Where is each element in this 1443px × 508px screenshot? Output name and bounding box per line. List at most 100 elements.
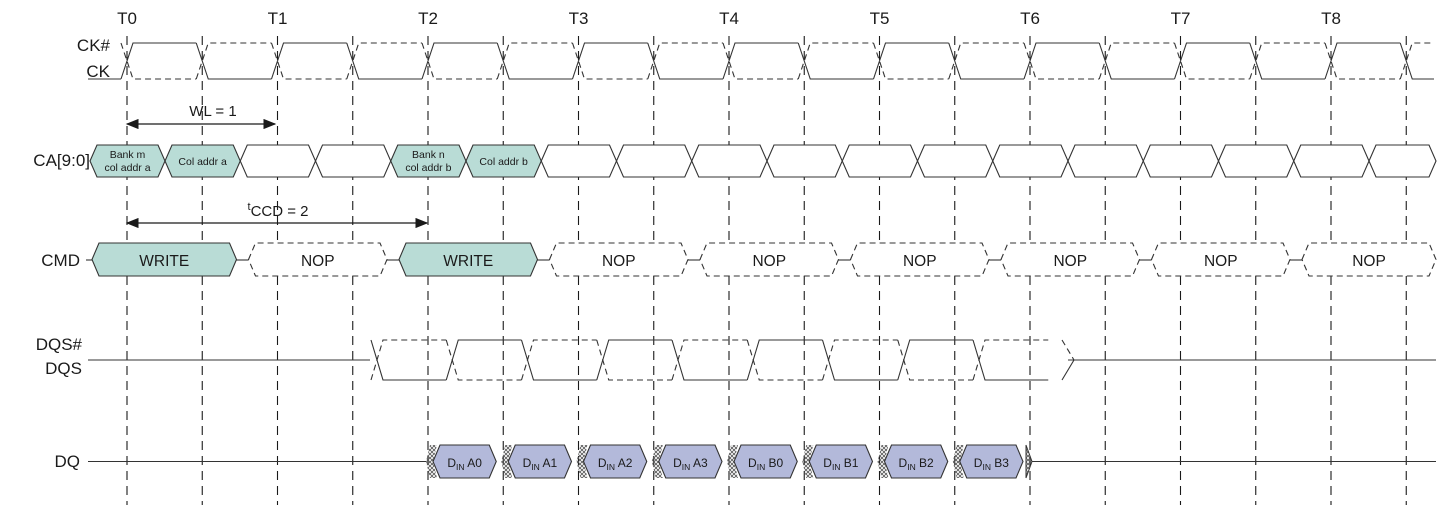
dq-cell — [507, 444, 573, 479]
dq-suffix: A0 — [465, 456, 483, 470]
ck-segment — [120, 42, 197, 80]
dq-transition — [877, 445, 889, 478]
ck-n-segment — [270, 42, 347, 80]
dq-cell — [883, 444, 949, 479]
signal-dq-label: DQ — [55, 452, 81, 471]
ca-cell — [1293, 144, 1370, 178]
ca-cell — [916, 144, 994, 178]
ca-cell — [1217, 144, 1295, 178]
ca-cell-text: Col addr b — [479, 156, 528, 168]
tick-label-t0: T0 — [117, 9, 137, 28]
ck-segment — [1173, 42, 1250, 80]
dq-sub: IN — [907, 462, 916, 472]
signal-names: CK# CK CA[9:0] CMD DQS# DQS DQ — [33, 36, 110, 471]
ca-cell-text: col addr a — [104, 162, 150, 174]
dqs-n-segment — [596, 339, 672, 381]
tick-label-t2: T2 — [418, 9, 438, 28]
dq-transition — [501, 445, 513, 478]
dq-base: D — [899, 456, 908, 470]
dq-sub: IN — [531, 462, 540, 472]
dq-sub: IN — [456, 462, 465, 472]
dq-suffix: B0 — [765, 456, 783, 470]
dq-cell-text: DIN A0 — [447, 456, 482, 472]
ca-cell — [766, 144, 843, 178]
dq-cell-text: DIN B0 — [748, 456, 784, 472]
cmd-cell-text: NOP — [602, 253, 636, 270]
ca-cell — [540, 144, 618, 178]
dqs-segment — [671, 339, 748, 381]
cmd-cell-text: NOP — [301, 253, 335, 270]
ca-cell — [615, 144, 693, 178]
cmd-cell-text: WRITE — [443, 253, 493, 270]
ck-n-segment — [120, 42, 197, 80]
dq-cell-text: DIN B1 — [823, 456, 859, 472]
ck-n-segment — [195, 42, 272, 80]
ck-segment — [797, 42, 874, 80]
dq-cell-text: DIN A1 — [523, 456, 558, 472]
ck-n-segment — [647, 42, 723, 80]
ck-segment — [421, 42, 498, 80]
dqs-n-end — [1061, 339, 1075, 361]
ck-segment — [571, 42, 648, 80]
cycle-guide-lines — [126, 36, 1407, 505]
ck-n-segment — [496, 42, 573, 80]
ck-segment — [270, 42, 347, 80]
tick-label-t6: T6 — [1020, 9, 1040, 28]
dq-cell — [582, 444, 648, 479]
dq-suffix: B3 — [991, 456, 1009, 470]
tccd-label: tCCD = 2 — [248, 201, 309, 220]
dq-end — [1025, 444, 1033, 479]
dqs-n-segment — [972, 339, 1049, 381]
dq-transition — [952, 445, 964, 478]
tick-label-t4: T4 — [719, 9, 739, 28]
dq-transition — [727, 445, 738, 478]
dqs-n-segment — [520, 339, 597, 381]
dq-cell-text: DIN A3 — [673, 456, 708, 472]
dqs-segment — [897, 339, 973, 381]
dq-suffix: A1 — [540, 456, 558, 470]
dqs-segment — [821, 339, 898, 381]
signal-ck-label: CK — [86, 62, 110, 81]
dq-sub: IN — [607, 462, 616, 472]
ck-n-segment — [1324, 42, 1401, 80]
dqs-segment — [520, 339, 597, 381]
tick-label-t8: T8 — [1321, 9, 1341, 28]
dq-transition — [651, 445, 663, 478]
dq-base: D — [447, 456, 456, 470]
ca-cell — [841, 144, 919, 178]
wl-label: WL = 1 — [189, 103, 236, 120]
dqs-end — [1061, 359, 1075, 381]
ca-cell — [992, 144, 1069, 178]
ca-cell — [314, 144, 392, 178]
ck-n-segment — [1399, 42, 1434, 80]
ck-segment — [346, 42, 422, 80]
ck-segment — [872, 42, 949, 80]
dqs-segment — [972, 339, 1049, 381]
ca-cell — [239, 144, 317, 178]
ck-n-segment — [797, 42, 874, 80]
ck-segment — [1098, 42, 1175, 80]
tick-label-t1: T1 — [268, 9, 288, 28]
cmd-cell-text: NOP — [1352, 253, 1386, 270]
dq-base: D — [523, 456, 532, 470]
ca-cell-text: Bank m — [110, 149, 146, 161]
ck-segment — [1249, 42, 1325, 80]
dq-cell-text: DIN A2 — [598, 456, 633, 472]
dqs-segment — [596, 339, 672, 381]
dq-sub: IN — [982, 462, 991, 472]
ca-cell-text: Bank n — [412, 149, 445, 161]
dq-base: D — [598, 456, 607, 470]
dq-suffix: A2 — [615, 456, 633, 470]
tccd-text: CCD = 2 — [251, 203, 309, 220]
dq-cell — [432, 444, 497, 479]
signal-ca-label: CA[9:0] — [33, 151, 90, 170]
tick-label-t7: T7 — [1171, 9, 1191, 28]
dq-cell — [808, 444, 874, 479]
cmd-cell-text: NOP — [1204, 253, 1238, 270]
dqs-n-segment — [445, 339, 522, 381]
ck-segment — [948, 42, 1024, 80]
